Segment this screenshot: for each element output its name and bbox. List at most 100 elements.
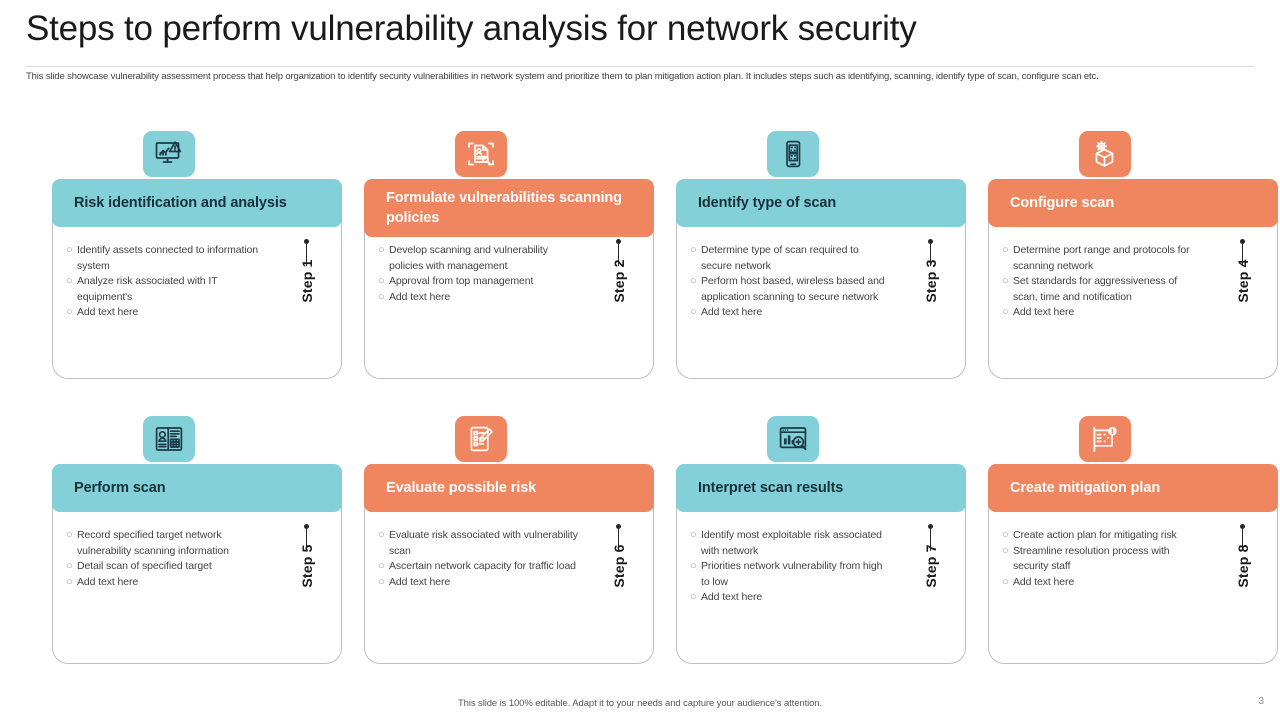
step-heading-bar[interactable]: Create mitigation plan: [988, 464, 1278, 512]
bullet-circle-icon: ○: [690, 244, 697, 256]
list-item: ○ Add text here: [690, 305, 890, 321]
mobile-qr-scan-icon: [767, 131, 819, 177]
step-bullet-list: ○ Record specified target network vulnera…: [66, 528, 266, 590]
step-card[interactable]: Interpret scan results ○Identify most exp…: [676, 416, 966, 666]
step-heading-bar[interactable]: Interpret scan results: [676, 464, 966, 512]
bullet-circle-icon: ○: [1002, 275, 1009, 288]
step-label: Step 4: [1235, 259, 1251, 303]
step-heading-bar[interactable]: Risk identification and analysis: [52, 179, 342, 227]
list-item: ○ Approval from top management: [378, 274, 578, 290]
step-marker-line: [930, 529, 932, 551]
slide-header: Steps to perform vulnerability analysis …: [26, 8, 1254, 82]
bullet-text: Ascertain network capacity for traffic l…: [389, 560, 576, 573]
step-card[interactable]: Formulate vulnerabilities scanning polic…: [364, 131, 654, 381]
step-label: Step 2: [611, 259, 627, 303]
list-item: ○ Develop scanning and vulnerability poli…: [378, 243, 578, 274]
step-marker-dot-icon: [616, 524, 621, 529]
steps-row-bottom: Perform scan ○ Record specified target net…: [0, 416, 1280, 671]
bullet-text: Determine port range and protocols for s…: [1013, 244, 1190, 272]
step-marker: Step 7: [904, 524, 956, 644]
page-title: Steps to perform vulnerability analysis …: [26, 9, 917, 48]
step-heading-text: Formulate vulnerabilities scanning polic…: [386, 190, 622, 226]
bullet-circle-icon: ○: [378, 244, 385, 256]
list-item: ○Identify most exploitable risk associat…: [690, 528, 890, 559]
list-item: ○ Set standards for aggressiveness of sca…: [1002, 274, 1202, 305]
title-divider: [26, 66, 1254, 67]
list-item: ○Perform host based, wireless based and …: [690, 274, 890, 305]
step-heading-bar[interactable]: Identify type of scan: [676, 179, 966, 227]
step-label: Step 7: [923, 544, 939, 588]
bullet-circle-icon: ○: [690, 306, 697, 319]
step-body-box: [364, 209, 654, 379]
bullet-circle-icon: ○: [1002, 244, 1009, 256]
step-bullet-list: ○ Determine type of scan required to secu…: [690, 243, 890, 321]
step-label: Step 1: [299, 259, 315, 303]
bullet-text: Determine type of scan required to secur…: [701, 244, 859, 272]
bullet-circle-icon: ○: [690, 275, 697, 288]
list-item: ○Add text here: [690, 590, 890, 606]
bullet-circle-icon: ○: [1002, 544, 1009, 557]
step-card[interactable]: Create mitigation plan ○Create action pla…: [988, 416, 1278, 666]
list-item: ○ Record specified target network vulnera…: [66, 528, 266, 559]
bullet-text: Detail scan of specified target: [77, 560, 212, 573]
gear-cube-configure-icon: [1079, 131, 1131, 177]
step-heading-bar[interactable]: Perform scan: [52, 464, 342, 512]
bullet-circle-icon: ○: [66, 575, 73, 588]
bullet-text: Add text here: [389, 290, 451, 303]
step-marker-dot-icon: [928, 239, 933, 244]
plan-board-gear-icon: [1079, 416, 1131, 462]
bullet-text: Add text here: [77, 575, 139, 588]
bullet-text: Add text here: [77, 306, 139, 319]
step-marker-dot-icon: [1240, 239, 1245, 244]
list-item: ○Ascertain network capacity for traffic …: [378, 559, 578, 575]
step-body-box: [676, 209, 966, 379]
list-item: ○Add text here: [378, 575, 578, 591]
bullet-circle-icon: ○: [1002, 575, 1009, 588]
step-card[interactable]: Evaluate possible risk ○Evaluate risk ass…: [364, 416, 654, 666]
step-heading-text: Identify type of scan: [698, 195, 837, 211]
step-body-box: [988, 209, 1278, 379]
step-bullet-list: ○Identify most exploitable risk associat…: [690, 528, 890, 606]
step-heading-bar[interactable]: Formulate vulnerabilities scanning polic…: [364, 179, 654, 237]
step-marker-line: [306, 244, 308, 266]
bullet-text: Identify assets connected to information…: [77, 244, 259, 272]
list-item: ○ Add text here: [378, 290, 578, 306]
step-marker-line: [1242, 529, 1244, 551]
bullet-circle-icon: ○: [378, 290, 385, 303]
bullet-text: Record specified target network vulnerab…: [77, 529, 229, 557]
bullet-text: Set standards for aggressiveness of scan…: [1013, 275, 1178, 303]
step-card[interactable]: Perform scan ○ Record specified target net…: [52, 416, 342, 666]
bullet-text: Approval from top management: [389, 275, 534, 288]
step-label: Step 6: [611, 544, 627, 588]
step-bullet-list: ○ Develop scanning and vulnerability poli…: [378, 243, 578, 305]
bullet-circle-icon: ○: [66, 275, 73, 288]
step-bullet-list: ○Create action plan for mitigating risk○…: [1002, 528, 1202, 590]
step-label: Step 5: [299, 544, 315, 588]
step-marker-line: [1242, 244, 1244, 266]
step-heading-bar[interactable]: Configure scan: [988, 179, 1278, 227]
monitor-chart-warning-icon: [143, 131, 195, 177]
footer-note: This slide is 100% editable. Adapt it to…: [457, 698, 823, 709]
bullet-text: Add text here: [701, 306, 763, 319]
list-item: ○Identify assets connected to informatio…: [66, 243, 266, 274]
bullet-text: Priorities network vulnerability from hi…: [701, 560, 883, 588]
step-marker-line: [930, 244, 932, 266]
step-card[interactable]: Identify type of scan ○ Determine type of …: [676, 131, 966, 381]
list-item: ○Analyze risk associated with IT equipme…: [66, 274, 266, 305]
step-card[interactable]: Configure scan ○ Determine port range and …: [988, 131, 1278, 381]
step-marker: Step 4: [1216, 239, 1268, 359]
step-marker-line: [618, 244, 620, 266]
bullet-circle-icon: ○: [378, 275, 385, 288]
document-scan-search-icon: [455, 131, 507, 177]
bullet-circle-icon: ○: [66, 529, 73, 541]
slide-subtitle: This slide showcase vulnerability assess…: [26, 71, 1099, 82]
step-marker: Step 8: [1216, 524, 1268, 644]
steps-row-top: Risk identification and analysis○Identif…: [0, 131, 1280, 386]
bullet-text: Develop scanning and vulnerability polic…: [389, 244, 548, 272]
step-marker: Step 1: [280, 239, 332, 359]
step-bullet-list: ○Evaluate risk associated with vulnerabi…: [378, 528, 578, 590]
bullet-circle-icon: ○: [378, 575, 385, 588]
step-card[interactable]: Risk identification and analysis○Identif…: [52, 131, 342, 381]
step-marker-dot-icon: [928, 524, 933, 529]
step-heading-bar[interactable]: Evaluate possible risk: [364, 464, 654, 512]
